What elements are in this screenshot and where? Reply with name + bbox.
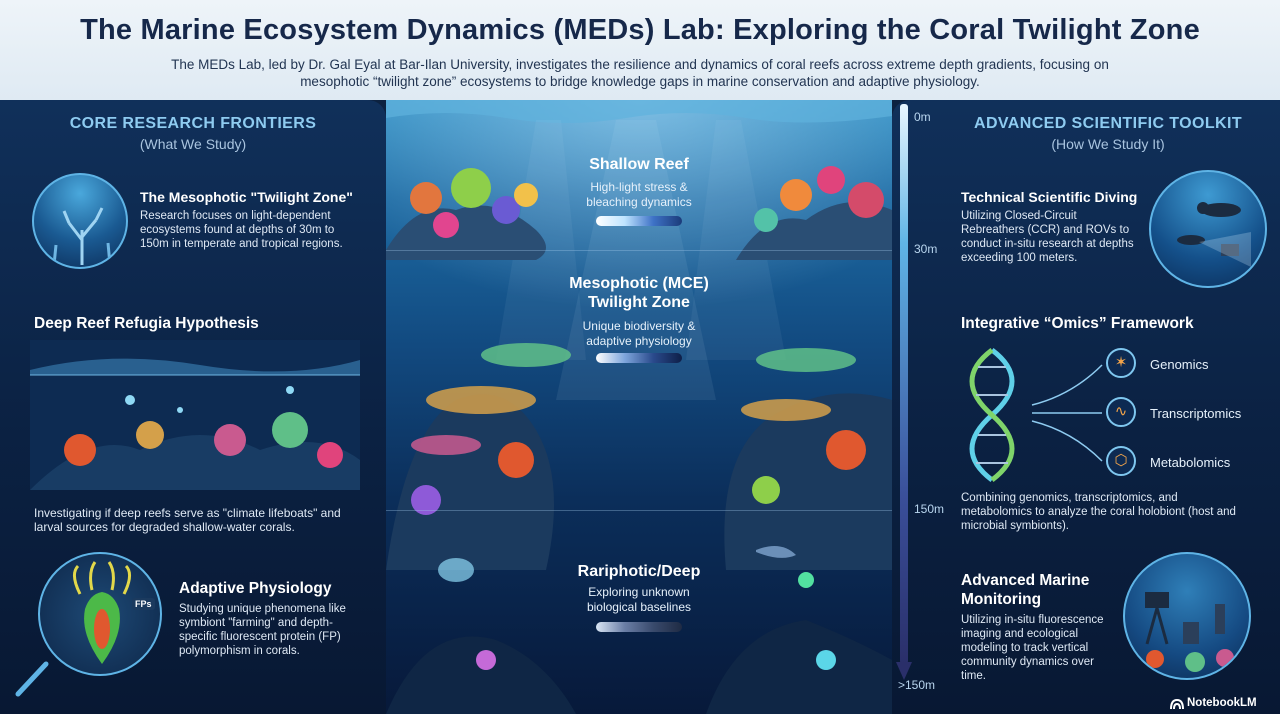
item-title-adaptive: Adaptive Physiology: [179, 580, 332, 597]
coral-polyp-illustration: [38, 552, 162, 676]
zone-title-shallow: Shallow Reef: [589, 156, 689, 173]
item-text-adaptive: Studying unique phenomena like symbiont …: [179, 603, 346, 657]
item-text-refugia: Investigating if deep reefs serve as "cl…: [34, 506, 341, 534]
depth-line-150m: [386, 510, 892, 511]
zone-text-shallow: High-light stress & bleaching dynamics: [586, 180, 692, 209]
notebooklm-logo-icon: [1170, 698, 1184, 710]
item-text-omics: Combining genomics, transcriptomics, and…: [961, 492, 1236, 532]
page-title: The Marine Ecosystem Dynamics (MEDs) Lab…: [80, 14, 1200, 46]
item-title-monitoring: Advanced Marine Monitoring: [961, 572, 1090, 608]
right-panel-heading: ADVANCED SCIENTIFIC TOOLKIT: [974, 115, 1242, 132]
diver-icon: [1177, 202, 1251, 267]
left-panel-heading: CORE RESEARCH FRONTIERS: [69, 115, 317, 132]
light-bar-mesophotic: [596, 353, 682, 363]
left-panel-subheading: (What We Study): [139, 136, 247, 152]
depth-scale-bar: [896, 104, 912, 680]
metabolomics-icon: ⬡: [1106, 446, 1136, 476]
left-panel: CORE RESEARCH FRONTIERS (What We Study) …: [0, 100, 386, 714]
depth-label-deepest: >150m: [898, 678, 936, 692]
omics-genomics: Genomics: [1150, 357, 1209, 372]
omics-metabolomics: Metabolomics: [1150, 455, 1231, 470]
dna-icon: [969, 348, 1103, 482]
item-text-diving: Utilizing Closed-Circuit Rebreathers (CC…: [961, 210, 1134, 264]
camera-icon: [1145, 592, 1234, 672]
right-panel: ADVANCED SCIENTIFIC TOOLKIT (How We Stud…: [892, 100, 1280, 714]
light-bar-shallow: [596, 216, 682, 226]
item-text-monitoring: Utilizing in-situ fluorescence imaging a…: [961, 614, 1104, 682]
magnifier-handle-icon: [15, 661, 49, 697]
item-title-diving: Technical Scientific Diving: [961, 189, 1138, 205]
zone-title-mesophotic: Mesophotic (MCE) Twilight Zone: [569, 275, 709, 311]
item-text-twilight-zone: Research focuses on light-dependent ecos…: [140, 210, 343, 250]
zone-text-mesophotic: Unique biodiversity & adaptive physiolog…: [582, 319, 696, 348]
light-bar-rariphotic: [596, 622, 682, 632]
twilight-zone-illustration: [32, 173, 128, 269]
zone-title-rariphotic: Rariphotic/Deep: [577, 563, 701, 580]
right-panel-subheading: (How We Study It): [1051, 136, 1165, 152]
ocean-cross-section: Shallow Reef High-light stress & bleachi…: [386, 100, 892, 714]
item-title-refugia: Deep Reef Refugia Hypothesis: [34, 315, 259, 332]
fps-label: FPs: [132, 598, 155, 610]
omics-transcriptomics: Transcriptomics: [1150, 406, 1242, 421]
brand-label: NotebookLM: [1187, 697, 1257, 709]
item-title-omics: Integrative “Omics” Framework: [961, 315, 1194, 332]
coral-icon: [52, 207, 112, 266]
polyp-icon: [73, 561, 131, 664]
ocean-illustration: [386, 100, 892, 714]
depth-label-150m: 150m: [914, 502, 945, 516]
diver-illustration: [1149, 170, 1267, 288]
monitoring-illustration: [1123, 552, 1251, 680]
item-title-twilight-zone: The Mesophotic "Twilight Zone": [140, 189, 353, 205]
depth-label-30m: 30m: [914, 242, 938, 256]
depth-label-0m: 0m: [914, 110, 931, 124]
page-subtitle: The MEDs Lab, led by Dr. Gal Eyal at Bar…: [171, 57, 1109, 89]
genomics-icon: ✶: [1106, 348, 1136, 378]
depth-line-30m: [386, 250, 892, 251]
transcriptomics-icon: ∿: [1106, 397, 1136, 427]
header: The Marine Ecosystem Dynamics (MEDs) Lab…: [0, 0, 1280, 100]
zone-text-rariphotic: Exploring unknown biological baselines: [586, 585, 692, 614]
deep-reef-illustration: [30, 340, 360, 490]
